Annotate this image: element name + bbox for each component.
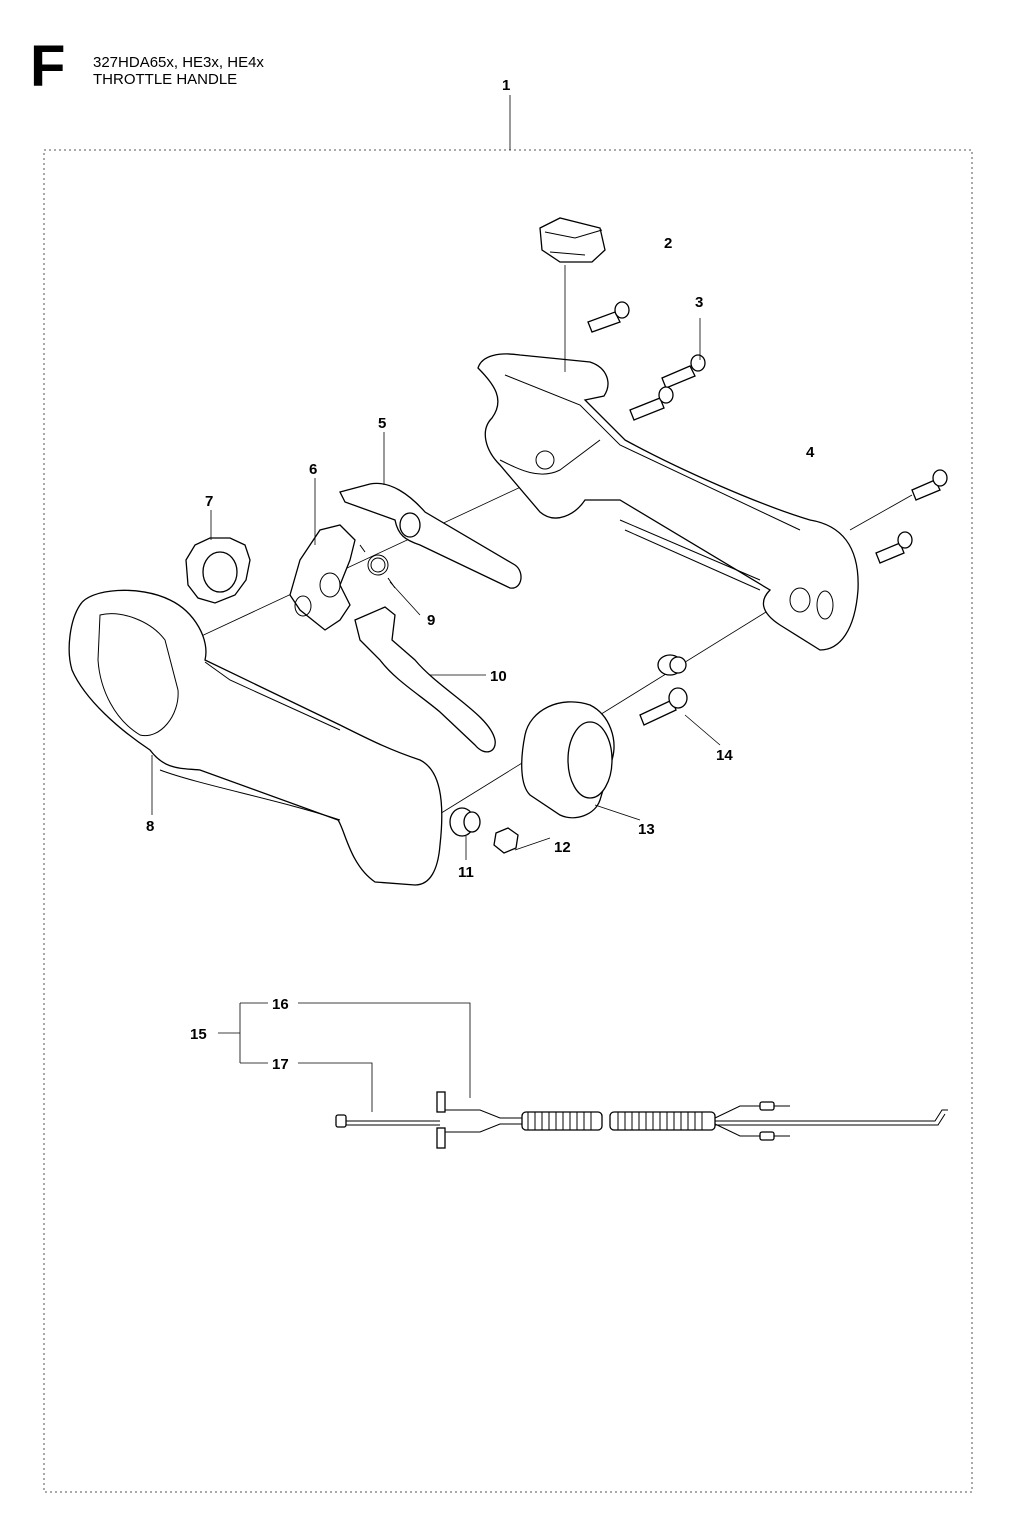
part-15-cable-assembly [218,1002,948,1149]
callout-7: 7 [205,493,213,510]
part-13-clamp [521,701,641,821]
callout-14: 14 [716,747,733,764]
part-8-handle-grip [68,589,443,886]
callout-8: 8 [146,818,154,835]
callout-17: 17 [272,1056,289,1073]
callout-15: 15 [190,1026,207,1043]
callout-11: 11 [458,864,474,881]
part-11-bushing [449,807,481,860]
callout-2: 2 [664,235,672,252]
callout-9: 9 [427,612,435,629]
callout-1: 1 [502,77,510,94]
section-letter: F [30,34,66,99]
assembly-frame [43,149,973,1493]
callout-12: 12 [554,839,571,856]
part-12-nut [493,827,551,854]
part-6-bracket [289,478,356,631]
part-3-screws [587,301,948,564]
callout-4: 4 [806,444,815,461]
part-14-bolt-and-bushing [639,654,721,746]
part-9-spring [359,544,421,616]
callout-6: 6 [309,461,317,478]
callout-13: 13 [638,821,655,838]
callout-3: 3 [695,294,703,311]
callout-10: 10 [490,668,507,685]
part-4-handle-bracket [477,353,859,651]
part-2-switch [539,217,606,372]
section-title: THROTTLE HANDLE [93,71,238,88]
part-7-ring [185,510,251,604]
callout-5: 5 [378,415,386,432]
model-line: 327HDA65x, HE3x, HE4x [93,54,264,71]
callout-16: 16 [272,996,289,1013]
part-10-trigger [354,606,496,753]
part-5-throttle-lever [339,432,522,589]
